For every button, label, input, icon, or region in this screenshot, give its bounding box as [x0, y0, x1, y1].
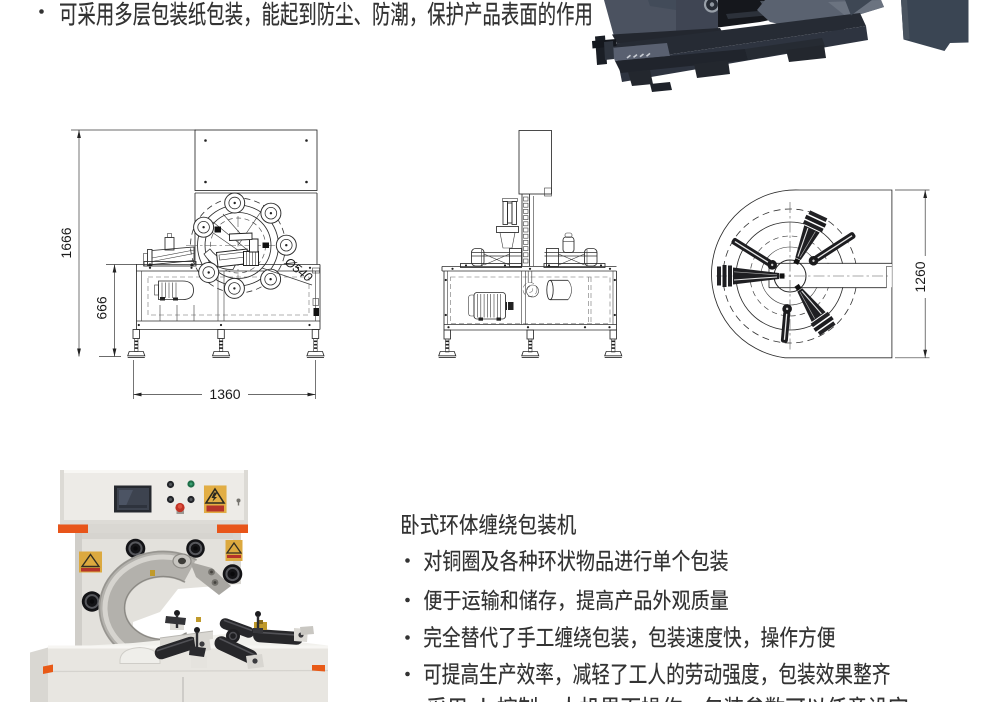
svg-text:1360: 1360 [209, 386, 240, 402]
svg-text:1666: 1666 [58, 227, 74, 258]
svg-text:666: 666 [94, 296, 110, 320]
svg-text:1260: 1260 [912, 261, 928, 292]
